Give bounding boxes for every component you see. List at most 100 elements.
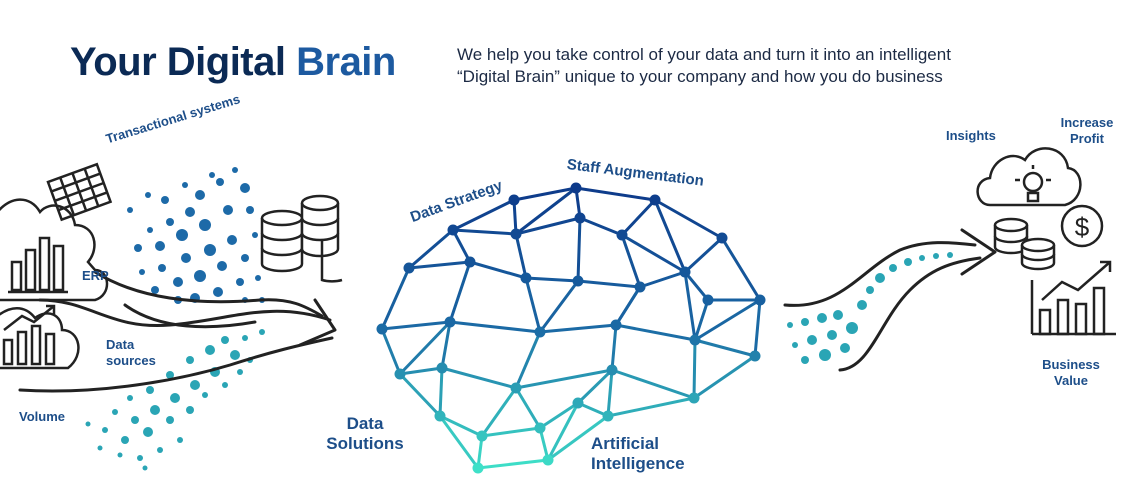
brain-link xyxy=(606,368,614,418)
brain-link xyxy=(620,198,657,237)
right-flow-arrow xyxy=(783,228,997,372)
brain-node xyxy=(447,224,459,236)
brain-node xyxy=(472,462,484,474)
brain-link xyxy=(653,198,687,274)
brain-link xyxy=(438,414,484,438)
brain-link xyxy=(620,233,687,274)
subtitle-line1: We help you take control of your data an… xyxy=(457,45,951,64)
brain-link xyxy=(476,458,550,470)
brain-link xyxy=(448,320,542,334)
left-data-dots-bottom xyxy=(85,329,265,471)
label-insights: Insights xyxy=(946,128,996,143)
brain-node xyxy=(376,323,388,335)
brain-link xyxy=(514,368,614,390)
brain-node xyxy=(476,430,488,442)
brain-link xyxy=(693,298,762,342)
brain-node xyxy=(508,194,520,206)
brain-link xyxy=(683,270,710,302)
title-part1: Your Digital xyxy=(70,40,297,84)
label-business-value-line2: Value xyxy=(1054,373,1088,388)
brain-node xyxy=(689,334,701,346)
brain-link xyxy=(438,414,480,470)
cloud-chart-icon xyxy=(0,198,109,302)
label-business-value: Business Value xyxy=(1034,357,1108,389)
label-erp: ERP xyxy=(82,268,109,283)
cloud-lightbulb-icon xyxy=(976,147,1082,207)
brain-node xyxy=(434,410,446,422)
growth-chart-icon xyxy=(1030,260,1116,336)
brain-node xyxy=(572,397,584,409)
brain-link xyxy=(451,198,516,232)
brain-link xyxy=(398,372,442,418)
brain-node xyxy=(436,362,448,374)
brain-link xyxy=(546,414,610,462)
brain-link xyxy=(451,228,518,236)
label-increase-profit-line1: Increase xyxy=(1060,115,1114,130)
brain-node xyxy=(464,256,476,268)
brain-node xyxy=(510,382,522,394)
brain-node xyxy=(634,281,646,293)
brain-link xyxy=(693,298,710,342)
brain-node xyxy=(716,232,728,244)
brain-link xyxy=(514,216,582,236)
label-increase-profit: Increase Profit xyxy=(1052,115,1122,147)
label-data-solutions: Data Solutions xyxy=(318,414,412,454)
brain-link xyxy=(638,270,687,289)
label-ai-line1: Artificial xyxy=(591,434,660,453)
brain-node xyxy=(403,262,415,274)
brain-link xyxy=(610,323,618,372)
brain-link xyxy=(512,186,578,202)
brain-link xyxy=(514,232,528,280)
brain-link xyxy=(398,366,444,376)
brain-link xyxy=(683,270,697,342)
brain-node xyxy=(616,229,628,241)
brain-node xyxy=(754,294,766,306)
left-flow-arrows xyxy=(18,270,337,393)
brain-link xyxy=(653,198,724,240)
brain-link xyxy=(512,198,518,236)
brain-link xyxy=(546,401,580,462)
brain-link xyxy=(480,386,518,438)
brain-link xyxy=(692,338,697,400)
label-artificial-intelligence: Artificial Intelligence xyxy=(591,434,685,474)
brain-link xyxy=(514,186,578,236)
brain-link xyxy=(538,323,618,334)
brain-link xyxy=(438,366,444,418)
brain-link xyxy=(538,279,580,334)
label-data-sources-line1: Data xyxy=(106,337,135,352)
brain-node xyxy=(394,368,406,380)
brain-link xyxy=(380,266,411,331)
brain-link xyxy=(578,216,624,237)
brain-link xyxy=(574,186,657,202)
brain-link xyxy=(448,260,472,324)
brain-node xyxy=(534,326,546,338)
brain-link xyxy=(614,323,697,342)
brain-link xyxy=(692,354,757,400)
brain-link xyxy=(620,233,642,289)
grid-icon xyxy=(46,162,113,222)
title-part2: Brain xyxy=(296,40,396,84)
brain-link xyxy=(576,216,582,283)
page-title: Your Digital Brain xyxy=(70,40,396,85)
brain-node xyxy=(510,228,522,240)
brain-node xyxy=(688,392,700,404)
brain-link xyxy=(576,279,642,289)
brain-link xyxy=(610,368,696,400)
label-data-solutions-line2: Solutions xyxy=(326,434,404,453)
brain-link xyxy=(753,298,762,358)
brain-link xyxy=(407,260,472,270)
label-volume: Volume xyxy=(19,409,65,424)
brain-link xyxy=(614,285,642,327)
brain-node xyxy=(679,266,691,278)
brain-link xyxy=(480,426,542,438)
brain-network xyxy=(376,182,766,474)
cloud-growth-icon xyxy=(0,304,80,370)
brain-link xyxy=(514,330,542,390)
brain-link xyxy=(440,366,518,390)
brain-link xyxy=(576,368,614,405)
label-ai-line2: Intelligence xyxy=(591,454,685,473)
brain-link xyxy=(380,320,452,331)
brain-node xyxy=(574,212,586,224)
dollar-symbol: $ xyxy=(1075,212,1090,242)
